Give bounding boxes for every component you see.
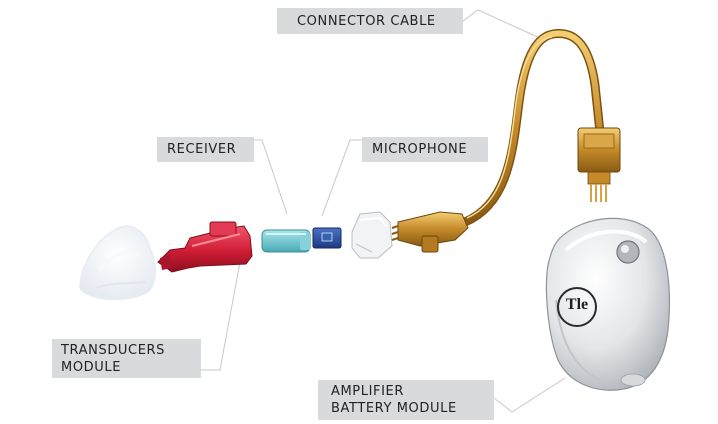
receiver-leader-line — [254, 139, 288, 215]
amplifier-leader-line — [493, 377, 566, 413]
receiver-label: RECEIVER — [157, 137, 254, 162]
transducers-module-label-text: TRANSDUCERS MODULE — [61, 342, 166, 375]
amplifier-battery-module-label-text: AMPLIFIER BATTERY MODULE — [331, 384, 457, 416]
connector-cable-label-text: CONNECTOR CABLE — [297, 13, 436, 29]
amplifier-battery-module-label: AMPLIFIER BATTERY MODULE — [318, 380, 494, 420]
receiver-label-text: RECEIVER — [167, 142, 237, 157]
ear-tip — [79, 225, 156, 301]
brand-logo-text: Tle — [565, 296, 589, 313]
connector-cable — [391, 29, 621, 253]
microphone-label: MICROPHONE — [362, 137, 488, 162]
button-icon — [616, 240, 640, 264]
receiver-cyan-component — [261, 229, 311, 253]
microphone-blue-component — [312, 227, 342, 249]
amplifier-battery-module — [545, 217, 671, 391]
leader-lines — [201, 9, 566, 413]
connector-leader-line — [462, 9, 541, 39]
transducers-module-label: TRANSDUCERS MODULE — [52, 339, 201, 378]
microphone-leader-line — [321, 139, 362, 217]
transducer-module-red — [157, 221, 253, 273]
transducers-leader-line — [201, 261, 241, 371]
brand-logo: Tle — [561, 296, 593, 314]
microphone-label-text: MICROPHONE — [372, 142, 468, 157]
logo-ring — [557, 287, 597, 327]
connector-cable-label: CONNECTOR CABLE — [277, 8, 463, 34]
white-clip-component — [351, 211, 393, 259]
